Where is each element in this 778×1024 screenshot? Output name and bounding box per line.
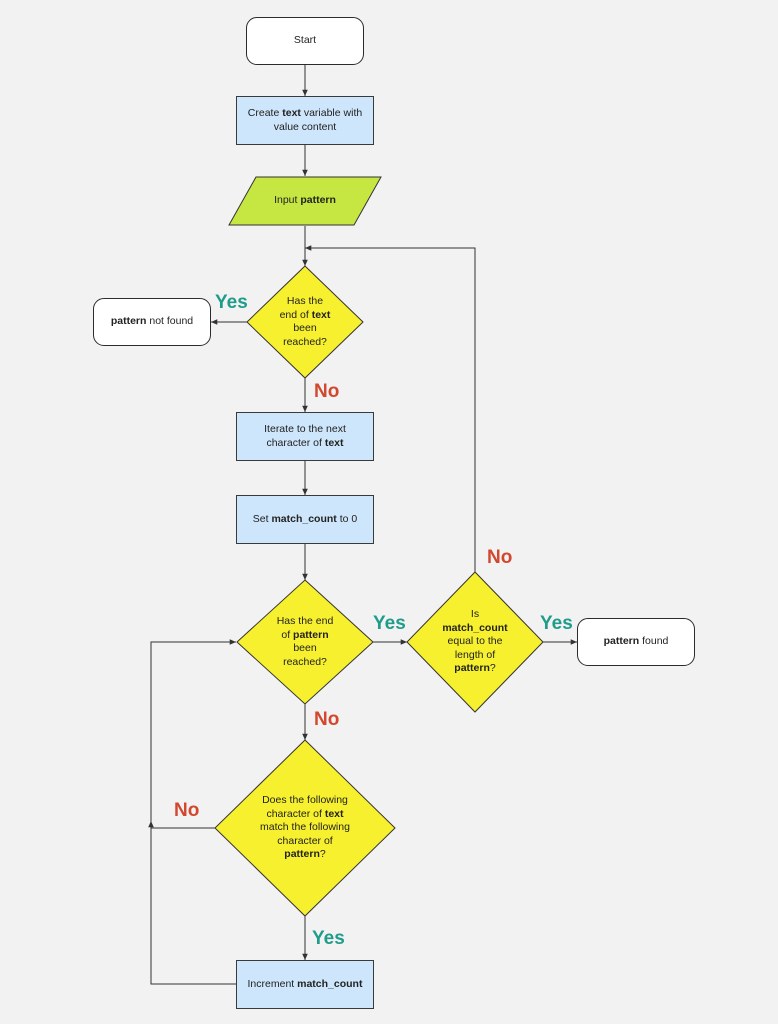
no-label-iterate: No (314, 381, 340, 402)
not-found-label: pattern not found (110, 315, 194, 328)
end-text-diamond (246, 265, 364, 379)
found-label: pattern found (603, 635, 669, 648)
start-text: Start (293, 34, 317, 47)
create-text-label: Create text variable with value content (247, 107, 363, 133)
arrow-increment-loop (150, 639, 236, 985)
count-decision: Is match_count equal to the length of pa… (437, 606, 513, 678)
no-label-mismatch: No (174, 800, 200, 821)
char-match-label: Does the following character of text mat… (260, 794, 350, 861)
arrow-mismatch-loop (148, 821, 215, 829)
input-pattern-label: Input pattern (274, 194, 336, 207)
no-label-loop-back: No (487, 547, 513, 568)
yes-label-found: Yes (540, 613, 573, 634)
iterate-label: Iterate to the next character of text (264, 423, 346, 449)
end-text-decision: Has the end of text been reached? (276, 294, 334, 350)
end-pattern-label: Has the end of pattern been reached? (276, 615, 334, 668)
count-diamond (406, 571, 544, 713)
not-found-terminal: pattern not found (93, 298, 211, 346)
end-pattern-decision: Has the end of pattern been reached? (271, 612, 339, 672)
increment-label: Increment match_count (247, 977, 363, 990)
increment-process: Increment match_count (236, 960, 374, 1009)
arrow-count-loop-back (305, 245, 476, 572)
input-pattern-io: Input pattern (256, 177, 354, 225)
count-label: Is match_count equal to the length of pa… (442, 608, 508, 675)
found-terminal: pattern found (577, 618, 695, 666)
no-label-char-decision: No (314, 709, 340, 730)
start-terminal: Start (246, 17, 364, 65)
iterate-process: Iterate to the next character of text (236, 412, 374, 461)
yes-label-not-found: Yes (215, 292, 248, 313)
char-match-diamond (214, 739, 396, 917)
create-text-process: Create text variable with value content (236, 96, 374, 145)
end-pattern-diamond (236, 579, 374, 705)
yes-label-increment: Yes (312, 928, 345, 949)
end-text-label: Has the end of text been reached? (279, 295, 331, 348)
set-count-label: Set match_count to 0 (252, 512, 358, 525)
char-match-decision: Does the following character of text mat… (255, 792, 355, 864)
set-count-process: Set match_count to 0 (236, 495, 374, 544)
yes-label-to-count: Yes (373, 613, 406, 634)
input-parallelogram (228, 176, 382, 226)
